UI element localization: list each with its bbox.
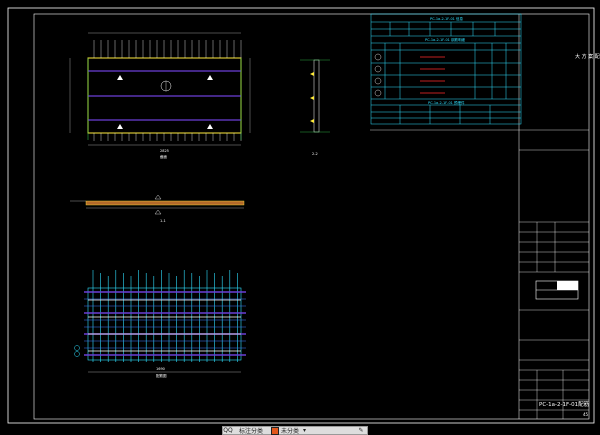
category-dropdown[interactable]: 未分类 ▾ xyxy=(269,426,306,435)
rebar-legend-circles xyxy=(374,53,382,97)
page-number: 45 xyxy=(583,412,589,417)
table-title-rebar: PC-1a-2-1F-01 钢筋明细 xyxy=(425,37,466,42)
side-section-view[interactable] xyxy=(300,59,330,133)
title-block xyxy=(370,14,589,419)
top-plan-label: 截面 xyxy=(160,154,167,159)
drawing-inner-frame xyxy=(33,13,590,420)
info-tables xyxy=(370,13,522,125)
chevron-down-icon: ▾ xyxy=(303,427,307,434)
table-title-info: PC-1a-2-1F-01 信息 xyxy=(430,16,464,21)
top-plan-view[interactable] xyxy=(69,32,251,146)
rebar-plan-label: 配筋图 xyxy=(156,373,167,378)
tag-category-label: 标注分类 xyxy=(239,426,263,435)
rebar-shape-marks xyxy=(420,56,445,94)
mid-dimension: 1690 xyxy=(156,367,165,371)
section-label-2: 2-2 xyxy=(312,152,318,156)
section-label-1: 1-1 xyxy=(160,219,166,223)
tag-label-text: 标注分类 xyxy=(239,428,264,435)
category-color-swatch xyxy=(271,426,280,435)
qq-indicator[interactable]: QQ xyxy=(223,427,233,434)
cad-drawing-canvas[interactable]: 大 方 案 配 PC-1a-2-1F-01配筋 45 PC-1a-2-1F-01… xyxy=(0,0,600,425)
rebar-plan-legend xyxy=(74,345,80,357)
rebar-plan-view[interactable] xyxy=(84,270,246,373)
middle-section-view[interactable] xyxy=(70,194,245,215)
qq-icon: QQ xyxy=(223,427,233,434)
category-value: 未分类 xyxy=(281,428,300,435)
table-title-embed: PC-1a-2-1F-01 预埋件 xyxy=(428,100,465,105)
drawing-number: PC-1a-2-1F-01配筋 xyxy=(539,400,590,408)
drawing-frame xyxy=(7,7,595,424)
edit-tool-icon[interactable]: ✎ xyxy=(358,427,364,434)
top-dimension: 2825 xyxy=(160,149,169,153)
annotation-toolbar[interactable]: QQ 标注分类 未分类 ▾ xyxy=(222,426,368,435)
side-note: 大 方 案 配 xyxy=(575,53,600,60)
